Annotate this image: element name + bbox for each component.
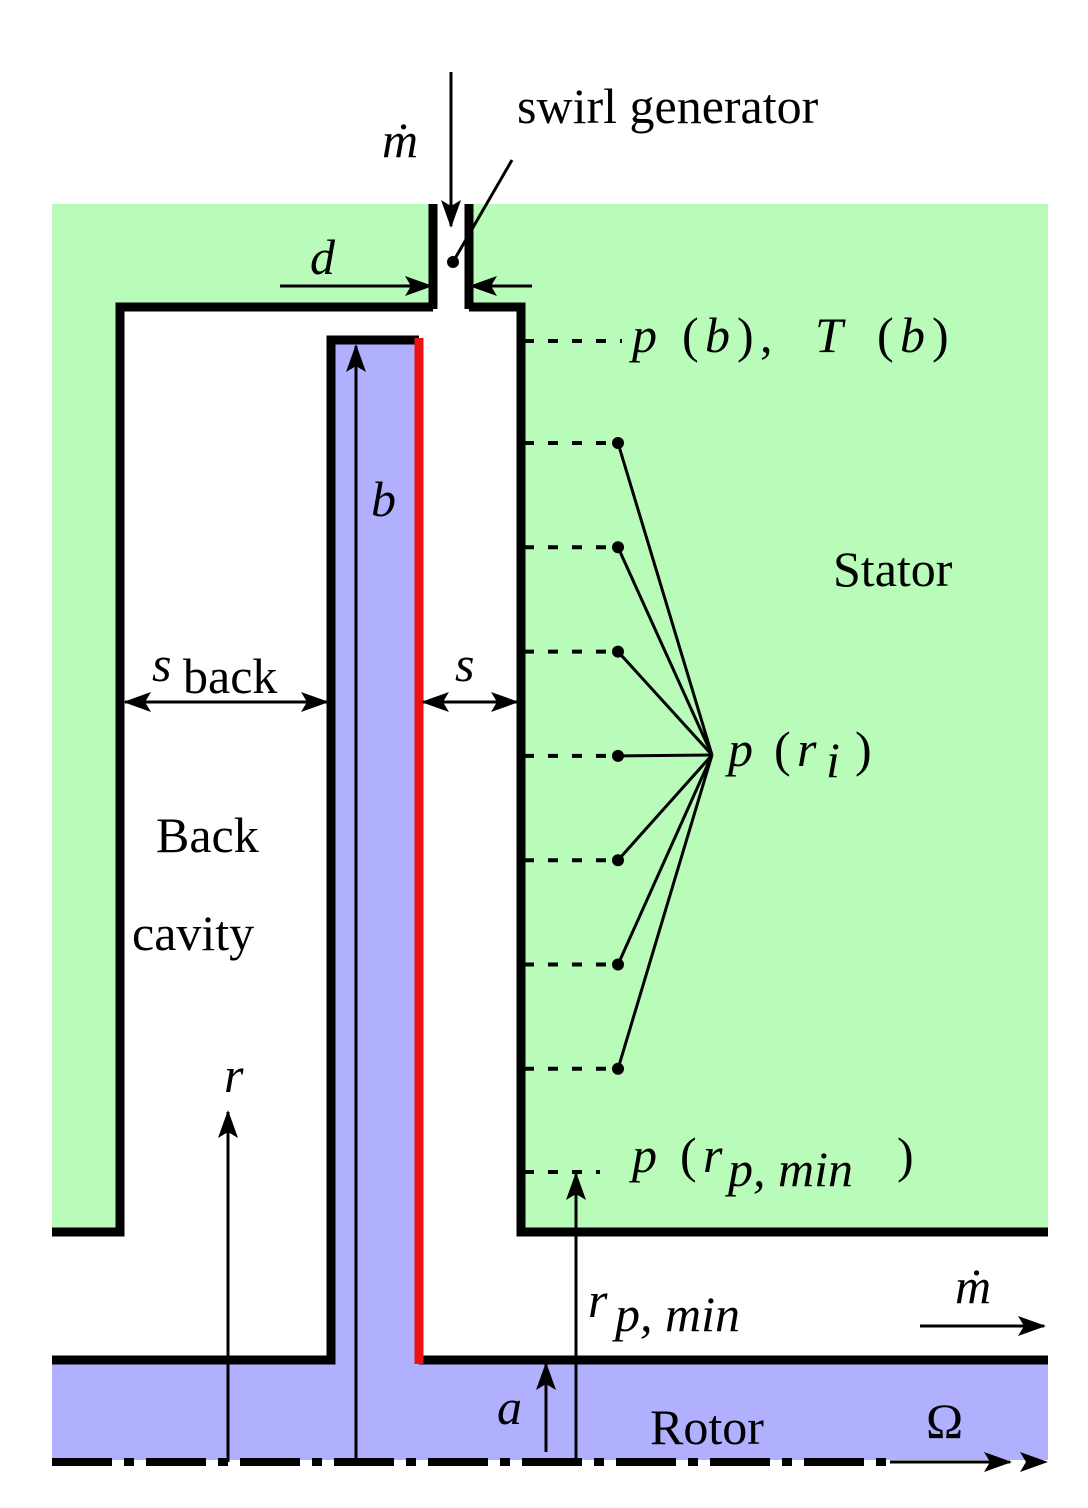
p-ri-open: (: [774, 721, 791, 777]
T-b-close: ): [932, 307, 949, 363]
p-ri-close: ): [855, 721, 872, 777]
rotor-stator-gap-region: [419, 307, 521, 1235]
p-ri-p: p: [725, 721, 753, 777]
b-label: b: [371, 471, 396, 527]
rpmin-sub: p, min: [612, 1286, 740, 1342]
p-b-comma: ,: [760, 307, 773, 363]
T-b-b: b: [900, 307, 925, 363]
T-b-T: T: [815, 307, 846, 363]
p-b-T-b-label: p ( b ) , T ( b ): [629, 307, 949, 363]
pressure-taps: [524, 339, 622, 1174]
p-ri-r: r: [797, 721, 817, 777]
p-b-p: p: [629, 307, 657, 363]
back-cavity-label-line1: Back: [156, 807, 259, 863]
stator-wall: [52, 302, 433, 1237]
p-rpmin-open: (: [680, 1127, 697, 1183]
stator-wall-right: [469, 302, 1048, 1237]
p-ri-i: i: [826, 732, 840, 788]
d-label: d: [310, 229, 336, 285]
outlet-m-dot-label: ṁ: [955, 1258, 991, 1314]
swirl-generator-dot: [447, 256, 459, 268]
swirl-generator-label: swirl generator: [517, 78, 819, 134]
r-label: r: [224, 1047, 244, 1103]
p-rpmin-close: ): [897, 1127, 914, 1183]
p-b-close: ): [737, 307, 754, 363]
p-b-b: b: [705, 307, 730, 363]
tap-leader-ri: [616, 546, 714, 756]
tap-leader-ri: [616, 754, 714, 966]
s-back-s: s: [152, 636, 171, 692]
outlet-channel-region: [52, 1232, 1048, 1360]
rpmin-label: r p, min: [588, 1272, 740, 1342]
tap-leader-ri: [616, 754, 714, 862]
rotor-label: Rotor: [650, 1399, 764, 1455]
back-cavity-label-line2: cavity: [132, 905, 254, 961]
p-rpmin-label: p ( r p, min ): [629, 1127, 914, 1197]
tap-leader-ri: [616, 650, 714, 757]
tap-leader-ri: [617, 753, 713, 758]
rotor-wall: [52, 335, 419, 1365]
back-cavity-region: [120, 307, 331, 1235]
inlet-m-dot-label: ṁ: [382, 112, 418, 168]
pressure-taps-ri: [524, 437, 714, 1075]
p-rpmin-r: r: [703, 1127, 723, 1183]
p-rpmin-p: p: [629, 1127, 657, 1183]
s-back-sub: back: [183, 648, 277, 704]
swirl-generator-leader: [451, 159, 514, 263]
p-rpmin-sub: p, min: [725, 1141, 853, 1197]
s-label: s: [455, 636, 474, 692]
T-b-open: (: [877, 307, 894, 363]
p-b-open: (: [682, 307, 699, 363]
stator-label: Stator: [833, 541, 953, 597]
a-label: a: [497, 1379, 522, 1435]
rpmin-r: r: [588, 1272, 608, 1328]
s-back-label: s back: [152, 636, 277, 704]
omega-label: Ω: [926, 1393, 963, 1449]
tap-leader-ri: [616, 442, 714, 756]
p-ri-label: p ( r i ): [725, 721, 872, 788]
omega-arrow-second-head: [1020, 1452, 1048, 1472]
tap-leader-ri: [616, 754, 714, 1070]
